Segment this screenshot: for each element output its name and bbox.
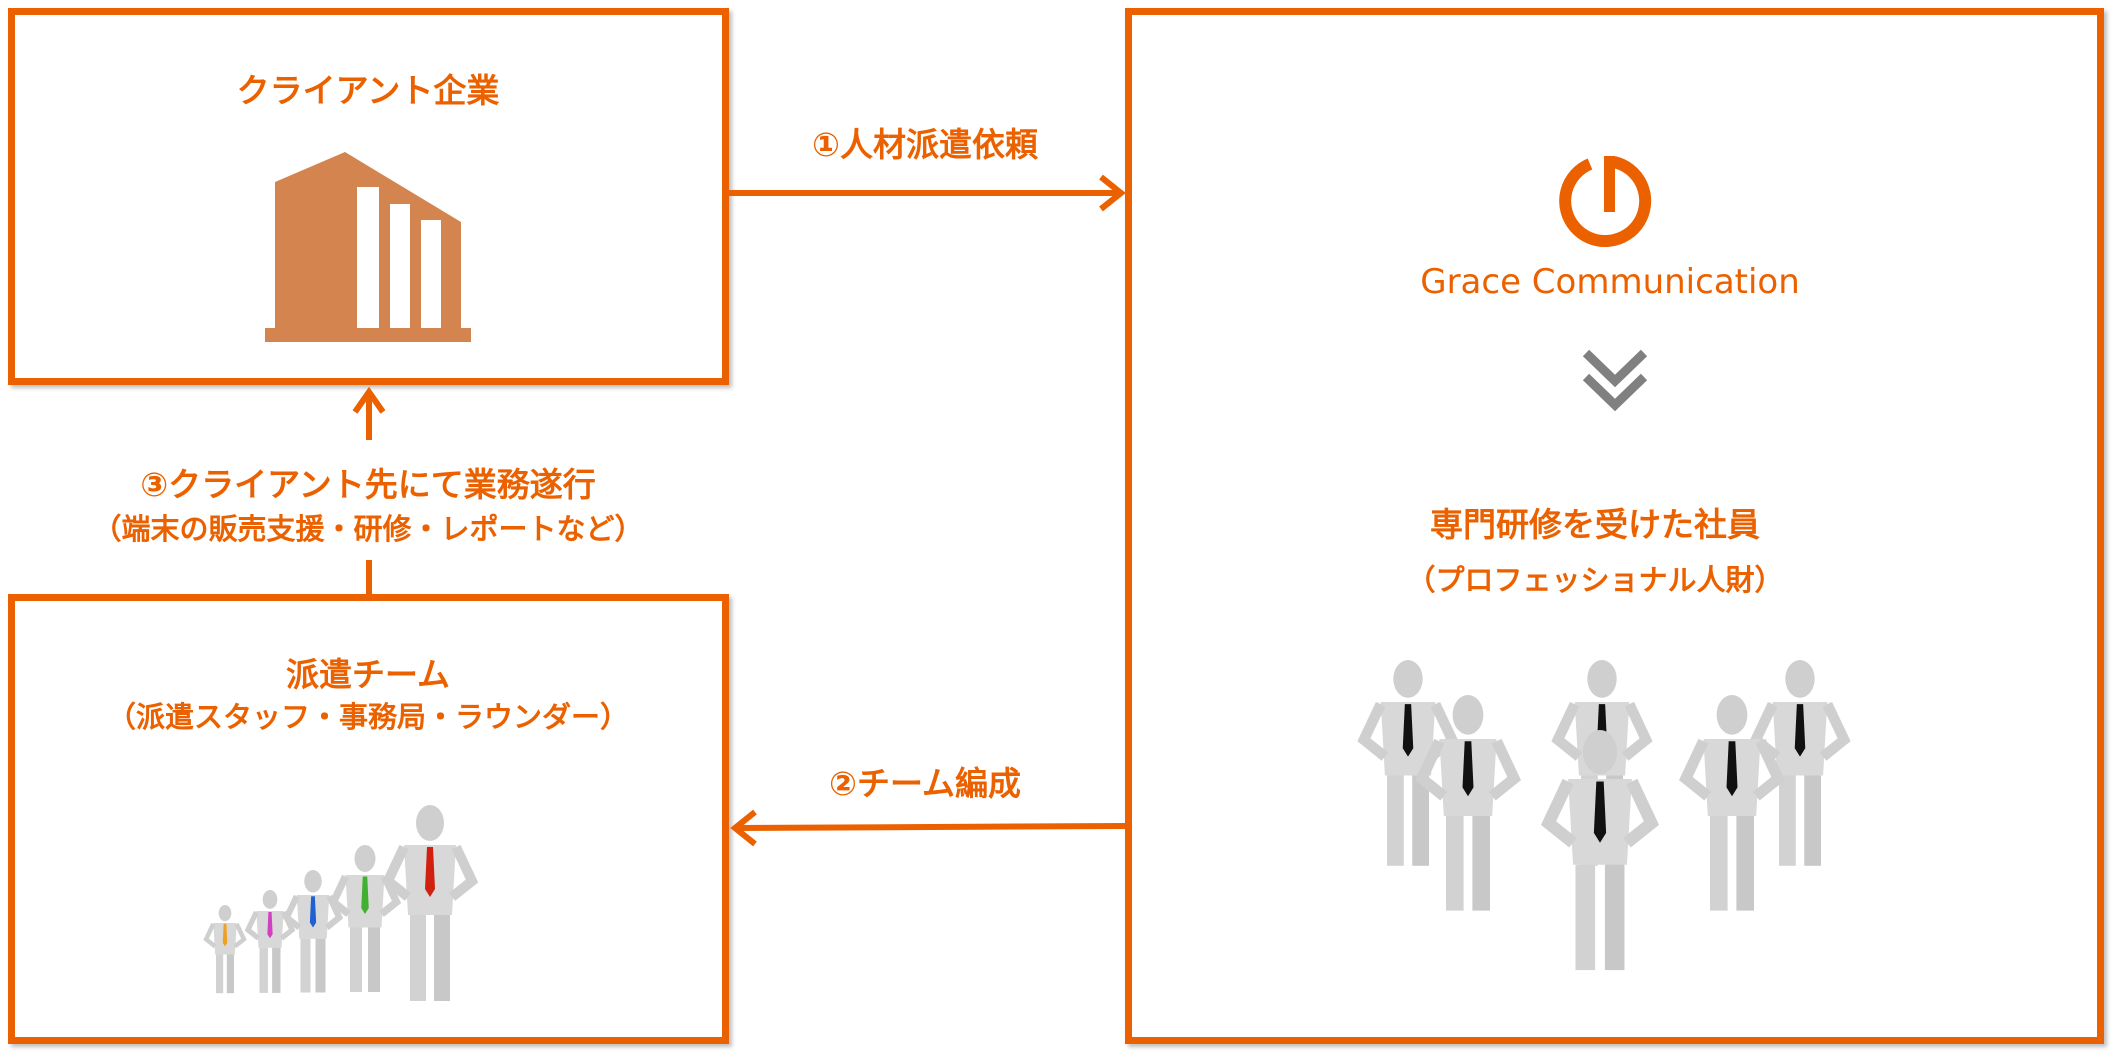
flow-3-sublabel: （端末の販売支援・研修・レポートなど） — [92, 512, 644, 546]
provider-subtitle: （プロフェッショナル人財） — [1406, 563, 1784, 597]
dispatch-team-subtitle: （派遣スタッフ・事務局・ラウンダー） — [106, 700, 630, 734]
flow-2-arrow — [730, 809, 1126, 847]
dispatch-team-title: 派遣チーム — [285, 655, 451, 694]
client-company-title: クライアント企業 — [236, 71, 500, 110]
flow-2-label: ②チーム編成 — [829, 764, 1021, 803]
person-figure — [328, 845, 402, 992]
provider-title: 専門研修を受けた社員 — [1430, 505, 1760, 544]
flow-3-label: ③クライアント先にて業務遂行 — [140, 465, 596, 504]
person-figure — [282, 870, 344, 993]
people-group-icon — [1357, 660, 1851, 971]
double-chevron-down-icon — [1582, 349, 1648, 412]
power-logo-icon — [1559, 156, 1652, 247]
person-figure — [1540, 730, 1660, 971]
provider-logo-text: Grace Communication — [1420, 262, 1800, 302]
flow-3-arrow — [352, 386, 386, 594]
person-figure — [1749, 660, 1851, 866]
growing-people-icon — [203, 805, 479, 1001]
person-figure — [203, 905, 247, 994]
person-figure — [1414, 695, 1522, 911]
person-figure — [1357, 660, 1459, 866]
person-figure — [1678, 695, 1786, 911]
flow-1-label: ①人材派遣依頼 — [812, 125, 1038, 164]
person-figure — [244, 890, 296, 993]
building-icon — [265, 152, 471, 342]
person-figure — [381, 805, 479, 1001]
flow-1-arrow — [729, 174, 1126, 212]
